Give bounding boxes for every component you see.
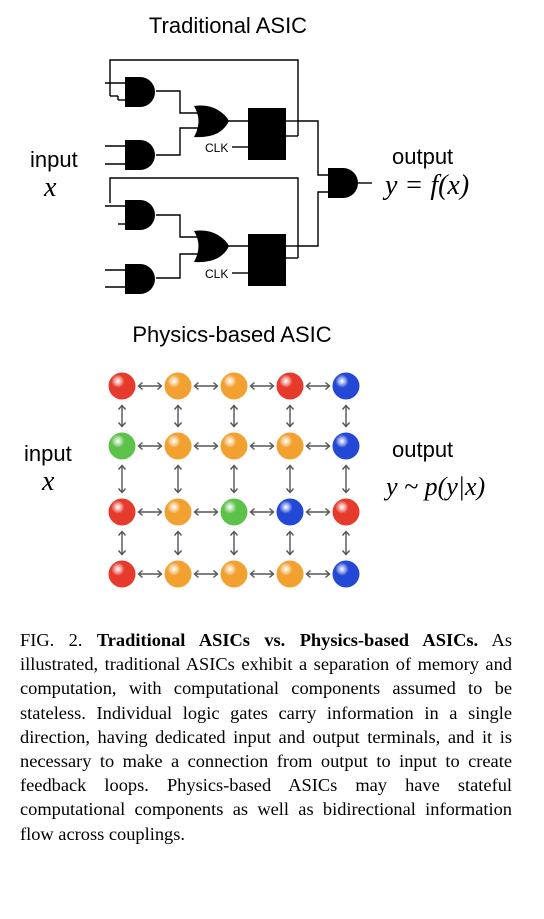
coupling-arrow-horizontal	[193, 381, 219, 391]
spin-node-orange	[164, 432, 192, 460]
top-output-label: output	[392, 144, 454, 169]
coupling-arrow-vertical	[173, 464, 183, 494]
coupling-arrow-vertical	[117, 404, 127, 428]
traditional-asic-title: Traditional ASIC	[148, 13, 308, 38]
feedback-wire	[109, 177, 299, 258]
and-gate-1	[125, 77, 155, 107]
coupling-arrow-vertical	[341, 530, 351, 556]
spin-node-orange	[220, 432, 248, 460]
figure-caption: FIG. 2. Traditional ASICs vs. Physics-ba…	[20, 628, 512, 846]
coupling-arrow-horizontal	[193, 441, 219, 451]
top-output-expression: y = f(x)	[385, 170, 470, 201]
spin-node-red	[276, 372, 304, 400]
spin-node-green	[220, 498, 248, 526]
coupling-arrow-horizontal	[249, 507, 275, 517]
spin-node-blue	[332, 432, 360, 460]
physics-asic-grid	[108, 372, 360, 588]
spin-node-blue	[332, 560, 360, 588]
coupling-arrow-vertical	[229, 530, 239, 556]
spin-node-orange	[276, 560, 304, 588]
caption-title: Traditional ASICs vs. Physics-based ASIC…	[96, 630, 479, 650]
coupling-arrow-vertical	[173, 530, 183, 556]
spin-node-red	[108, 498, 136, 526]
spin-node-orange	[164, 498, 192, 526]
spin-node-orange	[164, 372, 192, 400]
spin-node-red	[108, 560, 136, 588]
coupling-arrow-vertical	[229, 404, 239, 428]
and-gate-output	[328, 168, 358, 198]
coupling-arrow-horizontal	[249, 441, 275, 451]
flip-flop-2	[248, 234, 286, 286]
coupling-arrow-vertical	[285, 404, 295, 428]
coupling-arrow-horizontal	[305, 507, 331, 517]
coupling-arrow-horizontal	[137, 441, 163, 451]
and-gate-4	[125, 264, 155, 294]
spin-node-orange	[220, 560, 248, 588]
caption-label: FIG. 2.	[20, 630, 83, 650]
coupling-arrow-vertical	[117, 530, 127, 556]
top-input-variable: x	[44, 172, 57, 203]
or-gate-2	[194, 230, 229, 263]
spin-node-green	[108, 432, 136, 460]
coupling-arrow-horizontal	[137, 507, 163, 517]
top-input-label: input	[30, 147, 78, 172]
bottom-input-variable: x	[42, 466, 55, 497]
coupling-arrow-vertical	[285, 464, 295, 494]
and-gate-3	[125, 200, 155, 230]
logic-gates	[125, 77, 358, 294]
physics-asic-title: Physics-based ASIC	[132, 322, 332, 347]
coupling-arrow-horizontal	[193, 569, 219, 579]
coupling-arrow-vertical	[341, 404, 351, 428]
coupling-arrow-horizontal	[249, 381, 275, 391]
spin-node-orange	[276, 432, 304, 460]
spin-node-blue	[276, 498, 304, 526]
coupling-arrow-horizontal	[305, 441, 331, 451]
coupling-arrow-vertical	[173, 404, 183, 428]
flip-flop-1	[248, 108, 286, 160]
coupling-arrow-horizontal	[137, 381, 163, 391]
spin-node-orange	[220, 372, 248, 400]
spin-node-red	[332, 498, 360, 526]
spin-node-orange	[164, 560, 192, 588]
coupling-arrow-vertical	[229, 464, 239, 494]
coupling-arrow-vertical	[285, 530, 295, 556]
caption-text: As illustrated, traditional ASICs exhibi…	[20, 630, 512, 844]
and-gate-2	[125, 140, 155, 170]
coupling-arrow-vertical	[341, 464, 351, 494]
spin-node-red	[108, 372, 136, 400]
or-gate-1	[194, 105, 229, 138]
bottom-input-label: input	[24, 441, 72, 466]
clock-label-upper: CLK	[205, 141, 229, 155]
bottom-output-label: output	[392, 437, 454, 462]
coupling-arrow-horizontal	[249, 569, 275, 579]
coupling-arrow-horizontal	[305, 381, 331, 391]
feedback-wire	[109, 59, 299, 136]
bottom-output-expression: y ~ p(y|x)	[386, 472, 486, 501]
coupling-arrow-horizontal	[193, 507, 219, 517]
traditional-asic-circuit	[105, 59, 372, 288]
coupling-arrow-horizontal	[137, 569, 163, 579]
coupling-arrow-horizontal	[305, 569, 331, 579]
coupling-arrow-vertical	[117, 464, 127, 494]
spin-node-blue	[332, 372, 360, 400]
clock-label-lower: CLK	[205, 267, 229, 281]
